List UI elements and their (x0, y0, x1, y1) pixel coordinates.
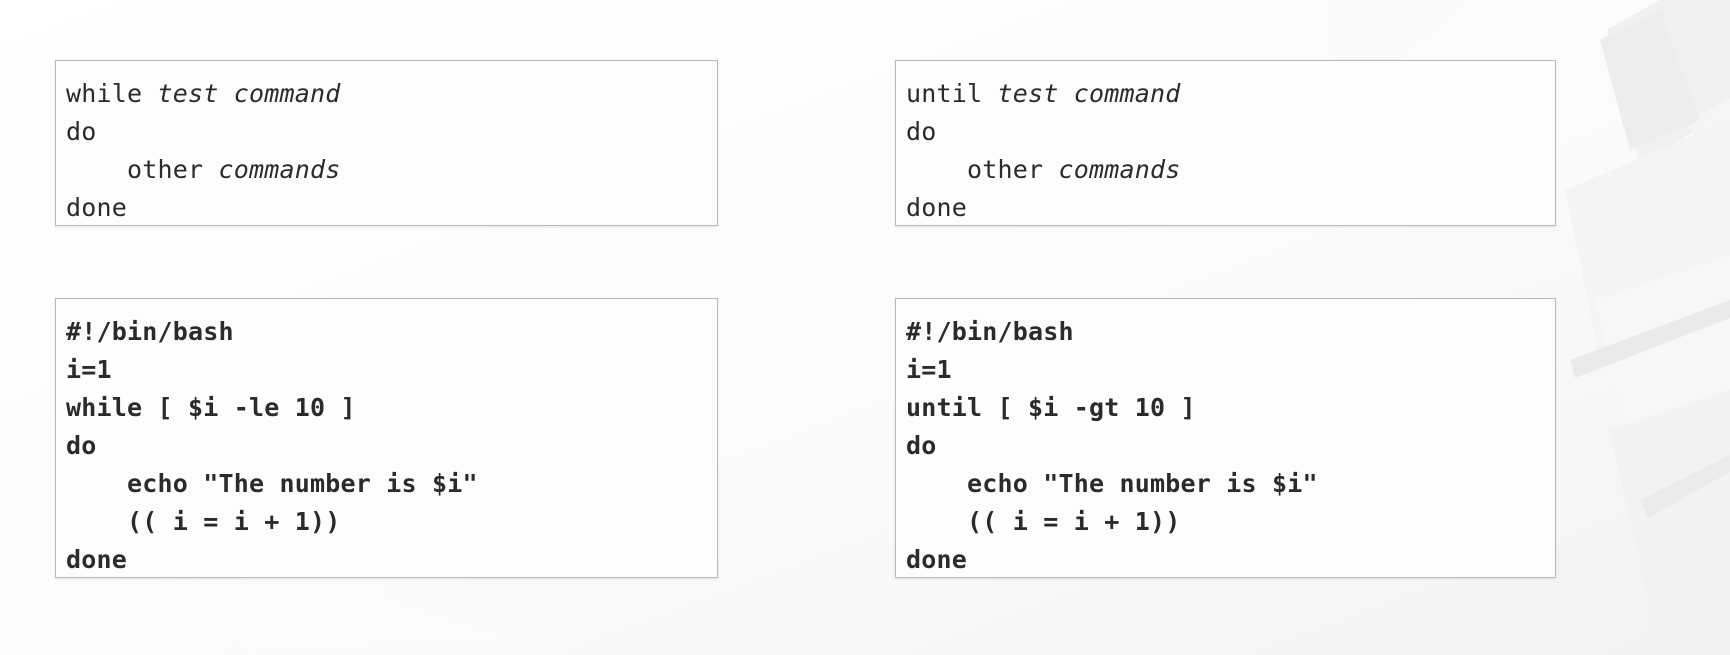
code-keyword: do (906, 117, 937, 146)
code-line: done (906, 545, 968, 574)
code-keyword: do (66, 117, 97, 146)
code-placeholder: test command (157, 79, 341, 108)
code-placeholder: commands (218, 155, 341, 184)
code-line: #!/bin/bash (66, 317, 234, 346)
while-loop-script-box: #!/bin/bash i=1 while [ $i -le 10 ] do e… (55, 298, 718, 578)
code-line: do (906, 113, 1555, 151)
code-keyword: until (906, 79, 998, 108)
code-line: i=1 (66, 355, 112, 384)
code-line: done (906, 189, 1555, 225)
code-line: done (66, 545, 128, 574)
code-line: other commands (66, 151, 717, 189)
until-loop-script-box: #!/bin/bash i=1 until [ $i -gt 10 ] do e… (895, 298, 1556, 578)
code-line: (( i = i + 1)) (66, 507, 341, 536)
code-line: until [ $i -gt 10 ] (906, 393, 1196, 422)
code-line: #!/bin/bash (906, 317, 1074, 346)
code-line: (( i = i + 1)) (906, 507, 1181, 536)
code-keyword: done (66, 193, 128, 222)
code-line: do (66, 431, 97, 460)
code-placeholder: test command (997, 79, 1181, 108)
code-keyword: other (66, 155, 219, 184)
code-keyword: while (66, 79, 158, 108)
code-line: while [ $i -le 10 ] (66, 393, 356, 422)
code-keyword: other (906, 155, 1059, 184)
code-line: do (66, 113, 717, 151)
code-line: until test command (906, 75, 1555, 113)
while-loop-syntax-box: while test command do other commands don… (55, 60, 718, 226)
code-line: while test command (66, 75, 717, 113)
code-line: do (906, 431, 937, 460)
until-loop-syntax-box: until test command do other commands don… (895, 60, 1556, 226)
code-keyword: done (906, 193, 968, 222)
code-line: done (66, 189, 717, 225)
code-placeholder: commands (1058, 155, 1181, 184)
code-line: echo "The number is $i" (66, 469, 478, 498)
code-line: i=1 (906, 355, 952, 384)
code-line: other commands (906, 151, 1555, 189)
code-line: echo "The number is $i" (906, 469, 1318, 498)
